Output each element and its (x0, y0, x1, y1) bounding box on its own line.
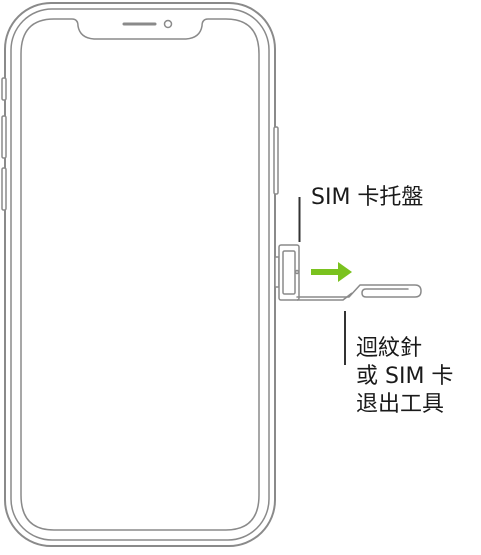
phone-screen (20, 18, 260, 531)
sim-tray (274, 244, 300, 301)
eject-tool-label-line-2: 或 SIM 卡 (356, 364, 454, 389)
side-buttons (1, 77, 279, 211)
sim-tray-label: SIM 卡托盤 (311, 185, 424, 210)
arrow-right-icon (311, 262, 352, 282)
side-button (273, 126, 279, 195)
volume-up-button (1, 115, 7, 159)
sim-tray-inner (282, 250, 296, 295)
phone-inner-frame (10, 8, 270, 541)
eject-tool-label-line-3: 退出工具 (356, 392, 445, 417)
sim-tray-hole (294, 269, 300, 275)
iphone-body (4, 2, 276, 547)
phone-outer-frame (4, 2, 276, 547)
volume-down-button (1, 167, 7, 211)
eject-tool-label-line-1: 迴紋針 (356, 336, 423, 361)
mute-switch (1, 77, 7, 101)
front-camera (163, 19, 173, 29)
eject-tool-lower-wire (297, 292, 353, 301)
eject-tool-label: 迴紋針 或 SIM 卡 退出工具 (356, 335, 453, 419)
eject-tool (296, 284, 422, 298)
